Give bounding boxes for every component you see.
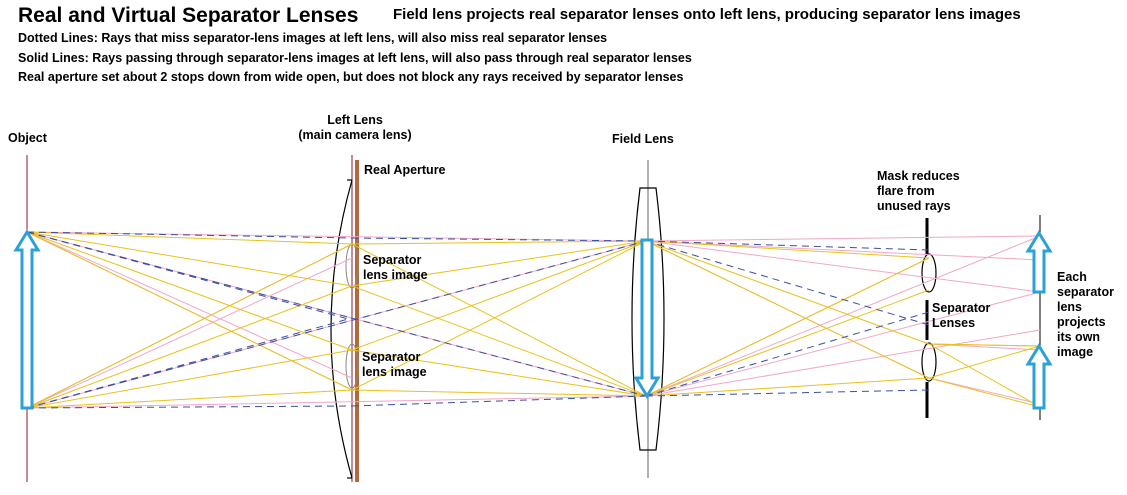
pink-ray	[645, 240, 1041, 261]
solid-ray	[928, 345, 1041, 379]
solid-ray	[26, 389, 353, 409]
each-label-5: its own	[1057, 330, 1101, 344]
pink-ray	[26, 257, 353, 409]
pink-ray	[645, 235, 1041, 397]
separator-lens-top	[921, 253, 937, 293]
solid-ray	[351, 389, 647, 397]
solid-ray	[645, 289, 930, 397]
real-aperture-label: Real Aperture	[364, 163, 446, 177]
solid-ray	[351, 349, 647, 397]
pink-ray	[645, 291, 1041, 397]
solid-ray	[26, 285, 353, 409]
dashed-ray	[26, 405, 353, 409]
projected-image-arrow-top	[1025, 230, 1053, 294]
mask-label-3: unused rays	[877, 199, 951, 213]
solid-ray	[26, 349, 353, 409]
dashed-ray	[645, 240, 930, 326]
field-lens-outline	[631, 187, 665, 451]
dashed-ray	[26, 231, 647, 397]
solid-ray	[645, 240, 930, 259]
dashed-ray	[645, 311, 930, 397]
dashed-ray	[26, 231, 353, 239]
solid-ray	[928, 343, 1041, 408]
dashed-ray	[645, 240, 930, 251]
pink-ray	[645, 329, 1041, 397]
solid-ray	[26, 231, 353, 351]
solid-ray	[351, 240, 647, 287]
each-label-4: projects	[1057, 315, 1106, 329]
real-aperture-bar	[355, 160, 359, 482]
field-lens-label: Field Lens	[612, 132, 674, 146]
solid-ray	[26, 231, 353, 287]
solid-ray	[351, 243, 647, 397]
solid-ray	[26, 231, 353, 391]
left-lens-outline	[330, 179, 353, 479]
note-solid-lines: Solid Lines: Rays passing through separa…	[18, 51, 692, 65]
each-label-6: image	[1057, 345, 1094, 359]
separator-image-top-label-2: lens image	[363, 268, 428, 282]
note-real-aperture: Real aperture set about 2 stops down fro…	[18, 70, 684, 84]
solid-ray	[26, 231, 353, 245]
page-title: Real and Virtual Separator Lenses	[18, 4, 359, 27]
each-label-1: Each	[1057, 270, 1087, 284]
pink-ray	[928, 343, 1041, 351]
object-arrow	[13, 229, 41, 410]
separator-lenses-label-1: Separator	[932, 301, 991, 315]
separator-image-bottom-label-1: Separator	[362, 350, 421, 364]
separator-image-top-label-1: Separator	[363, 253, 422, 267]
left-lens-label: Left Lens	[327, 113, 383, 127]
mask-label-1: Mask reduces	[877, 169, 960, 183]
solid-ray	[645, 240, 930, 345]
solid-ray	[645, 377, 930, 397]
solid-ray	[26, 243, 353, 409]
page-subtitle: Field lens projects real separator lense…	[393, 6, 1021, 23]
dashed-ray	[26, 317, 353, 409]
pink-ray	[26, 231, 353, 379]
dashed-ray	[26, 231, 353, 321]
each-label-2: separator	[1057, 285, 1114, 299]
image-arrows	[13, 229, 1053, 410]
solid-ray	[351, 240, 647, 351]
dashed-ray	[26, 240, 647, 409]
solid-ray	[928, 343, 1041, 347]
ray-paths	[26, 231, 1041, 409]
dashed-ray	[351, 237, 647, 242]
pink-ray	[26, 395, 647, 409]
separator-lens-image-bottom	[345, 343, 359, 389]
solid-ray	[645, 257, 930, 397]
separator-image-bottom-label-2: lens image	[362, 365, 427, 379]
solid-ray	[351, 240, 647, 391]
object-label: Object	[8, 131, 47, 145]
solid-ray	[351, 285, 647, 397]
separator-lenses-label-2: Lenses	[932, 316, 976, 330]
left-lens-sublabel: (main camera lens)	[298, 128, 412, 142]
solid-ray	[928, 377, 1041, 408]
field-lens-image-arrow	[633, 238, 661, 399]
mask-label-2: flare from	[877, 184, 935, 198]
separator-lens-bottom	[921, 342, 937, 382]
note-dotted-lines: Dotted Lines: Rays that miss separator-l…	[18, 31, 608, 45]
projected-image-arrow-bottom	[1025, 343, 1053, 410]
pink-ray	[645, 235, 1041, 242]
dashed-ray	[351, 395, 647, 407]
solid-ray	[645, 240, 930, 379]
solid-ray	[351, 240, 647, 245]
pink-ray	[645, 240, 1041, 293]
each-label-3: lens	[1057, 300, 1083, 314]
pink-ray	[26, 231, 647, 242]
